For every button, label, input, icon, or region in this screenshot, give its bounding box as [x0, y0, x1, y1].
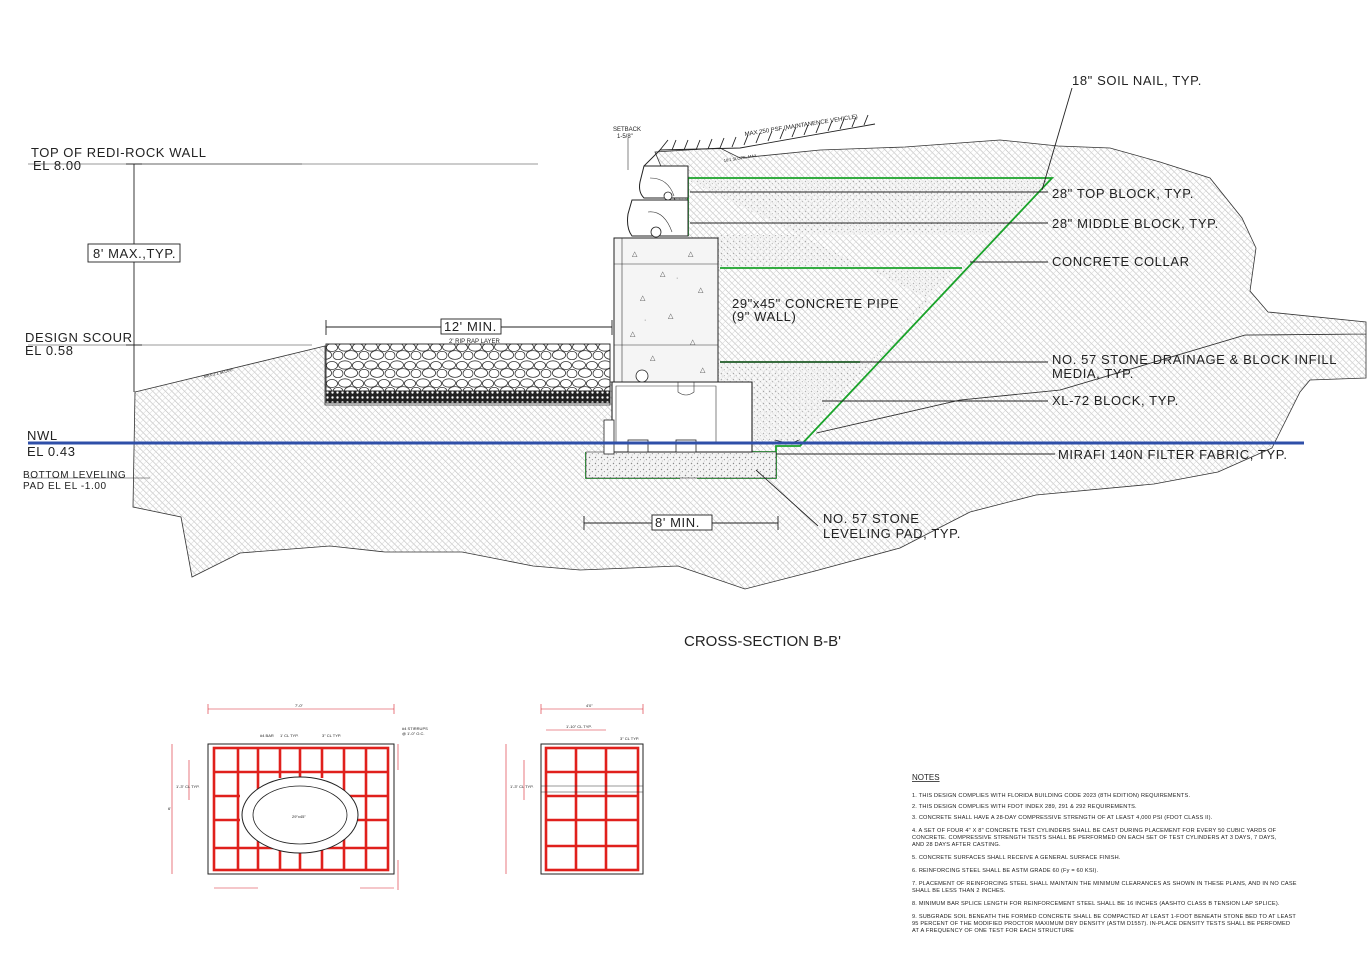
- note-line: 6. REINFORCING STEEL SHALL BE ASTM GRADE…: [912, 868, 1099, 874]
- nwl-label: NWL: [27, 428, 58, 443]
- section-title: CROSS-SECTION B-B': [684, 633, 841, 650]
- nwl-el: EL 0.43: [27, 444, 76, 459]
- riprap-layer: [325, 343, 611, 392]
- pad-dim: 8' MIN.: [655, 515, 700, 530]
- note-line: 95 PERCENT OF THE MODIFIED PROCTOR MAXIM…: [912, 921, 1290, 927]
- svg-text:△: △: [660, 271, 666, 278]
- note-line: 8. MINIMUM BAR SPLICE LENGTH FOR REINFOR…: [912, 901, 1280, 907]
- stone-label-2: MEDIA, TYP.: [1052, 366, 1134, 381]
- collar-label: CONCRETE COLLAR: [1052, 254, 1190, 269]
- top-block-label: 28" TOP BLOCK, TYP.: [1052, 186, 1194, 201]
- left-stirrup-spacing: @ 1'-0" O.C.: [402, 731, 424, 736]
- svg-text:△: △: [688, 251, 694, 258]
- middle-block: [627, 199, 689, 237]
- svg-text:·: ·: [676, 275, 678, 282]
- right-spacing-top: 1'-10" CL TYP.: [566, 724, 592, 729]
- block-infill-media: [688, 180, 1048, 440]
- left-pipe: 29"x45": [292, 814, 306, 819]
- scour-el: EL 0.58: [25, 343, 74, 358]
- bottom-label: BOTTOM LEVELING: [23, 470, 126, 481]
- riprap-dim: 12' MIN.: [444, 319, 497, 334]
- svg-text:△: △: [640, 295, 646, 302]
- riprap-label: 2' RIP RAP LAYER: [449, 339, 501, 345]
- collar-detail-left: [171, 704, 399, 890]
- riprap-fabric-band: [325, 390, 611, 404]
- left-stirrups: #4 STIRRUPS: [402, 726, 428, 731]
- note-line: AT A FREQUENCY OF ONE TEST FOR EACH STRU…: [912, 928, 1074, 934]
- note-line: 4. A SET OF FOUR 4" X 8" CONCRETE TEST C…: [912, 828, 1277, 834]
- scour-label: DESIGN SCOUR: [25, 330, 133, 345]
- note-line: 9. SUBGRADE SOIL BENEATH THE FORMED CONC…: [912, 914, 1296, 920]
- collar-detail-right: [505, 704, 644, 875]
- pad-label-2: LEVELING PAD, TYP.: [823, 526, 961, 541]
- middle-block-label: 28" MIDDLE BLOCK, TYP.: [1052, 216, 1219, 231]
- right-overall: 4'0": [586, 703, 593, 708]
- svg-text:△: △: [632, 251, 638, 258]
- left-spacing: 1' CL TYP.: [280, 733, 298, 738]
- right-clr: 3" CL TYP.: [620, 736, 639, 741]
- top-block: [639, 165, 689, 199]
- note-line: 7. PLACEMENT OF REINFORCING STEEL SHALL …: [912, 881, 1297, 887]
- note-line: 1. THIS DESIGN COMPLIES WITH FLORIDA BUI…: [912, 793, 1190, 799]
- setback-val: 1-5/8": [617, 134, 633, 140]
- xl72-label: XL-72 BLOCK, TYP.: [1052, 393, 1179, 408]
- notes-heading: NOTES: [912, 773, 940, 782]
- svg-text:△: △: [698, 287, 704, 294]
- bottom-el: PAD EL EL -1.00: [23, 481, 107, 492]
- setback-label: SETBACK: [613, 127, 641, 133]
- note-line: CONCRETE. COMPRESSIVE STRENGTH TESTS SHA…: [912, 835, 1277, 841]
- concrete-pipe: [613, 237, 719, 383]
- note-line: 2. THIS DESIGN COMPLIES WITH FDOT INDEX …: [912, 804, 1137, 810]
- soil-nail-label: 18" SOIL NAIL, TYP.: [1072, 73, 1202, 88]
- svg-text:△: △: [668, 313, 674, 320]
- note-line: 3. CONCRETE SHALL HAVE A 28-DAY COMPRESS…: [912, 815, 1213, 821]
- fabric-label: MIRAFI 140N FILTER FABRIC, TYP.: [1058, 447, 1288, 462]
- stone-label-1: NO. 57 STONE DRAINAGE & BLOCK INFILL: [1052, 352, 1337, 367]
- leveling-pad: [585, 451, 777, 479]
- svg-text:△: △: [630, 331, 636, 338]
- top-wall-el: EL 8.00: [33, 158, 82, 173]
- left-side-spacing: 1'-3" CL TYP.: [176, 784, 199, 789]
- slope-top-label: 10:1 SLOPE, MAX: [723, 153, 757, 163]
- wall-height-dim: 8' MAX.,TYP.: [93, 246, 176, 261]
- note-line: SHALL BE LESS THAN 2 INCHES.: [912, 888, 1006, 894]
- left-height: 6': [168, 806, 171, 811]
- pipe-label-2: (9" WALL): [732, 309, 796, 324]
- right-side-spacing: 1'-3" CL TYP.: [510, 784, 533, 789]
- svg-text:△: △: [700, 367, 706, 374]
- left-overall: 7'-0": [295, 703, 304, 708]
- note-line: AND 28 DAYS AFTER CASTING.: [912, 842, 1001, 848]
- svg-text:·: ·: [644, 317, 646, 324]
- note-line: 5. CONCRETE SURFACES SHALL RECEIVE A GEN…: [912, 855, 1121, 861]
- svg-text:△: △: [650, 355, 656, 362]
- left-clr: 3" CL TYP.: [322, 733, 341, 738]
- svg-text:△: △: [690, 339, 696, 346]
- left-bar: #4 BAR: [260, 733, 274, 738]
- pipe-label-1: 29"x45" CONCRETE PIPE: [732, 296, 899, 311]
- pad-label-1: NO. 57 STONE: [823, 511, 920, 526]
- top-wall-label: TOP OF REDI-ROCK WALL: [31, 145, 207, 160]
